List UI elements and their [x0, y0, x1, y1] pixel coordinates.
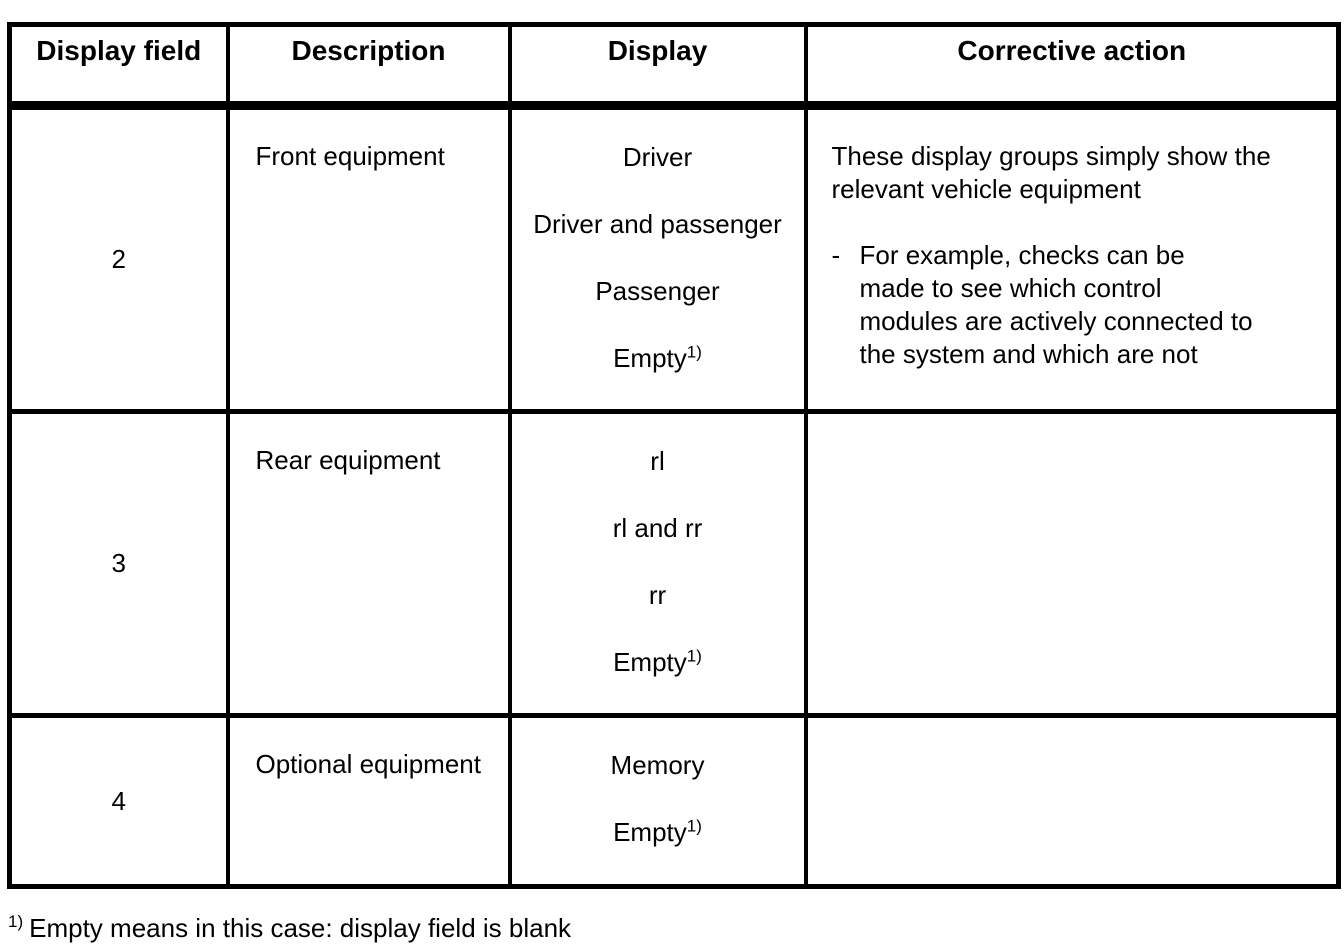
display-value: Driver and passenger [514, 207, 802, 241]
field-number: 3 [7, 409, 230, 718]
description-cell: Front equipment [225, 103, 512, 414]
table-header-row: Display field Description Display Correc… [7, 22, 1341, 110]
display-value: Passenger [514, 274, 802, 308]
bullet-dash: - [831, 240, 841, 270]
header-description: Description [225, 22, 512, 110]
corrective-bullet-text: For example, checks can be made to see w… [859, 240, 1253, 369]
display-value: Memory [514, 748, 802, 782]
display-value-text: rl and rr [612, 513, 703, 543]
display-fields-table: Display field Description Display Correc… [7, 22, 1341, 889]
display-value: rl [514, 444, 802, 478]
table-row-field-4: 4 Optional equipment Memory Empty1) [7, 713, 1341, 889]
table-row-field-3: 3 Rear equipment rl rl and rr rr Empty1) [7, 409, 1341, 718]
corrective-bullet-item: - For example, checks can be made to see… [832, 239, 1317, 371]
corrective-action-cell [803, 409, 1341, 718]
footnote-marker: 1) [8, 912, 24, 932]
footnote-marker: 1) [686, 342, 702, 362]
footnote-marker: 1) [686, 816, 702, 836]
header-display: Display [507, 22, 808, 110]
display-value: rr [514, 578, 802, 612]
table-row-field-2: 2 Front equipment Driver Driver and pass… [7, 103, 1341, 414]
display-values-cell: Driver Driver and passenger Passenger Em… [507, 103, 808, 414]
display-value-text: Empty [613, 343, 687, 373]
display-value: Empty1) [514, 341, 802, 375]
display-values-cell: rl rl and rr rr Empty1) [507, 409, 808, 718]
header-corrective-action: Corrective action [803, 22, 1341, 110]
field-number: 2 [7, 103, 230, 414]
display-values-cell: Memory Empty1) [507, 713, 808, 889]
header-display-field: Display field [7, 22, 230, 110]
display-value-text: Empty [613, 817, 687, 847]
field-number: 4 [7, 713, 230, 889]
display-value: rl and rr [514, 511, 802, 545]
footnote-text: Empty means in this case: display field … [29, 913, 572, 943]
display-value-text: Empty [613, 647, 687, 677]
description-cell: Rear equipment [225, 409, 512, 718]
corrective-action-cell [803, 713, 1341, 889]
corrective-intro-text: These display groups simply show the rel… [831, 141, 1271, 204]
description-cell: Optional equipment [225, 713, 512, 889]
display-value-text: Memory [610, 750, 705, 780]
display-value-text: Driver and passenger [533, 209, 782, 239]
display-value-text: Passenger [595, 276, 720, 306]
display-value-text: Driver [622, 142, 693, 172]
display-value-text: rr [648, 580, 667, 610]
footnote: 1)Empty means in this case: display fiel… [8, 912, 571, 945]
display-value: Driver [514, 140, 802, 174]
display-value: Empty1) [514, 645, 802, 679]
display-value-text: rl [650, 446, 665, 476]
corrective-action-cell: These display groups simply show the rel… [803, 103, 1341, 414]
display-value: Empty1) [514, 815, 802, 849]
footnote-marker: 1) [686, 646, 702, 666]
